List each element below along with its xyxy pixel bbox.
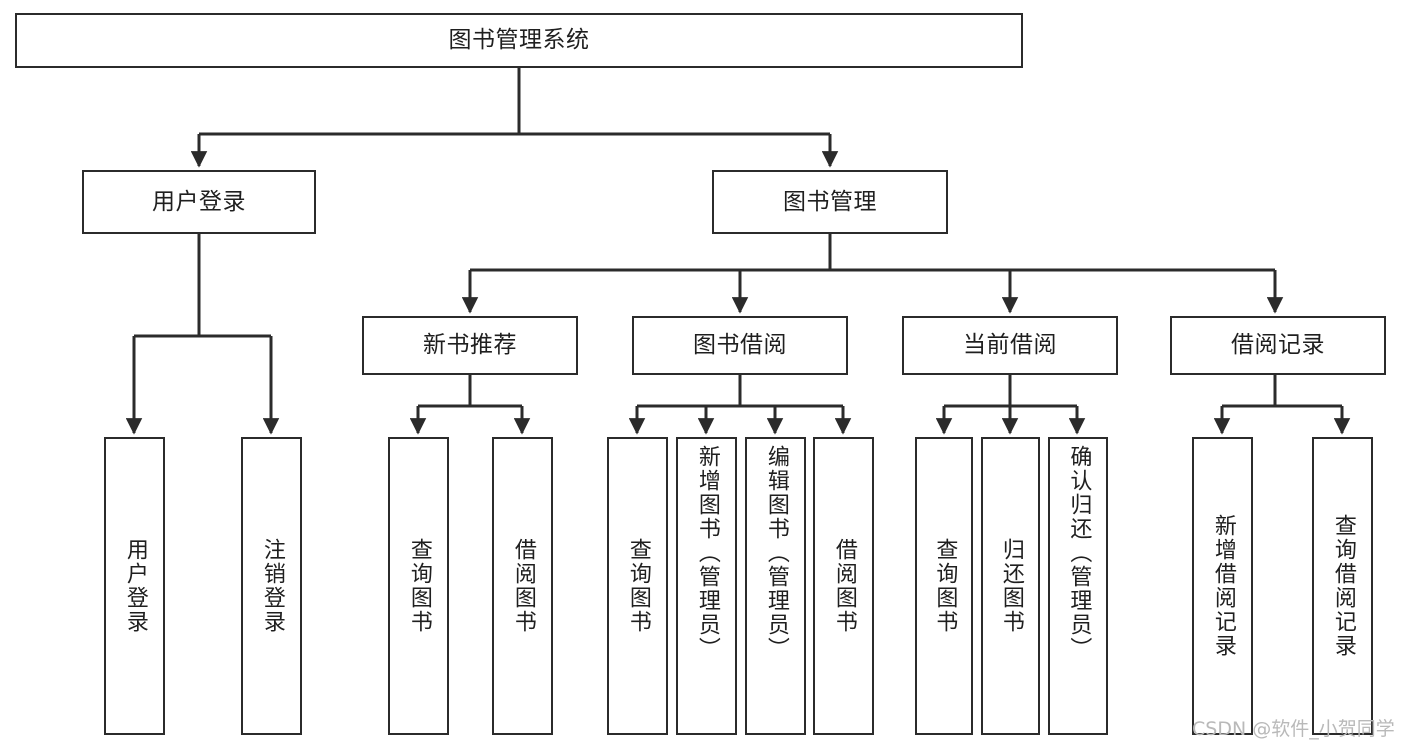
leaf-book-borrow-edit[interactable]: 编辑图书（管理员） xyxy=(745,437,806,735)
leaf-new-book-borrow-label: 借阅图书 xyxy=(510,538,536,634)
leaf-borrow-record-add-label: 新增借阅记录 xyxy=(1210,514,1236,658)
leaf-current-borrow-return[interactable]: 归还图书 xyxy=(981,437,1040,735)
leaf-borrow-record-query-label: 查询借阅记录 xyxy=(1330,514,1356,658)
leaf-book-borrow-borrow[interactable]: 借阅图书 xyxy=(813,437,874,735)
leaf-book-borrow-borrow-label: 借阅图书 xyxy=(831,538,857,634)
node-book-borrow[interactable]: 图书借阅 xyxy=(632,316,848,375)
leaf-new-book-query[interactable]: 查询图书 xyxy=(388,437,449,735)
node-new-book-recommend-label: 新书推荐 xyxy=(423,332,517,359)
node-book-borrow-label: 图书借阅 xyxy=(693,332,787,359)
leaf-new-book-query-label: 查询图书 xyxy=(406,538,432,634)
leaf-current-borrow-query-label: 查询图书 xyxy=(932,538,958,634)
node-root-label: 图书管理系统 xyxy=(448,27,590,54)
node-book-manage-label: 图书管理 xyxy=(783,188,877,215)
leaf-borrow-record-query[interactable]: 查询借阅记录 xyxy=(1312,437,1373,735)
leaf-user-login-logout[interactable]: 注销登录 xyxy=(241,437,302,735)
leaf-book-borrow-add-label: 新增图书（管理员） xyxy=(694,445,720,661)
leaf-book-borrow-query-label: 查询图书 xyxy=(625,538,651,634)
node-root[interactable]: 图书管理系统 xyxy=(15,13,1023,68)
leaf-borrow-record-add[interactable]: 新增借阅记录 xyxy=(1192,437,1253,735)
node-current-borrow[interactable]: 当前借阅 xyxy=(902,316,1118,375)
node-user-login[interactable]: 用户登录 xyxy=(82,170,316,234)
node-borrow-record-label: 借阅记录 xyxy=(1231,332,1325,359)
watermark: CSDN @软件_小贺同学 xyxy=(1192,718,1395,740)
leaf-user-login-login-label: 用户登录 xyxy=(122,538,148,634)
leaf-user-login-logout-label: 注销登录 xyxy=(259,538,285,634)
leaf-user-login-login[interactable]: 用户登录 xyxy=(104,437,165,735)
node-borrow-record[interactable]: 借阅记录 xyxy=(1170,316,1386,375)
node-book-manage[interactable]: 图书管理 xyxy=(712,170,948,234)
leaf-current-borrow-confirm[interactable]: 确认归还（管理员） xyxy=(1048,437,1108,735)
leaf-current-borrow-return-label: 归还图书 xyxy=(998,538,1024,634)
leaf-book-borrow-add[interactable]: 新增图书（管理员） xyxy=(676,437,737,735)
leaf-book-borrow-query[interactable]: 查询图书 xyxy=(607,437,668,735)
leaf-current-borrow-query[interactable]: 查询图书 xyxy=(915,437,973,735)
leaf-current-borrow-confirm-label: 确认归还（管理员） xyxy=(1066,445,1092,661)
node-current-borrow-label: 当前借阅 xyxy=(963,332,1057,359)
leaf-book-borrow-edit-label: 编辑图书（管理员） xyxy=(763,445,789,661)
leaf-new-book-borrow[interactable]: 借阅图书 xyxy=(492,437,553,735)
node-user-login-label: 用户登录 xyxy=(152,188,246,215)
node-new-book-recommend[interactable]: 新书推荐 xyxy=(362,316,578,375)
